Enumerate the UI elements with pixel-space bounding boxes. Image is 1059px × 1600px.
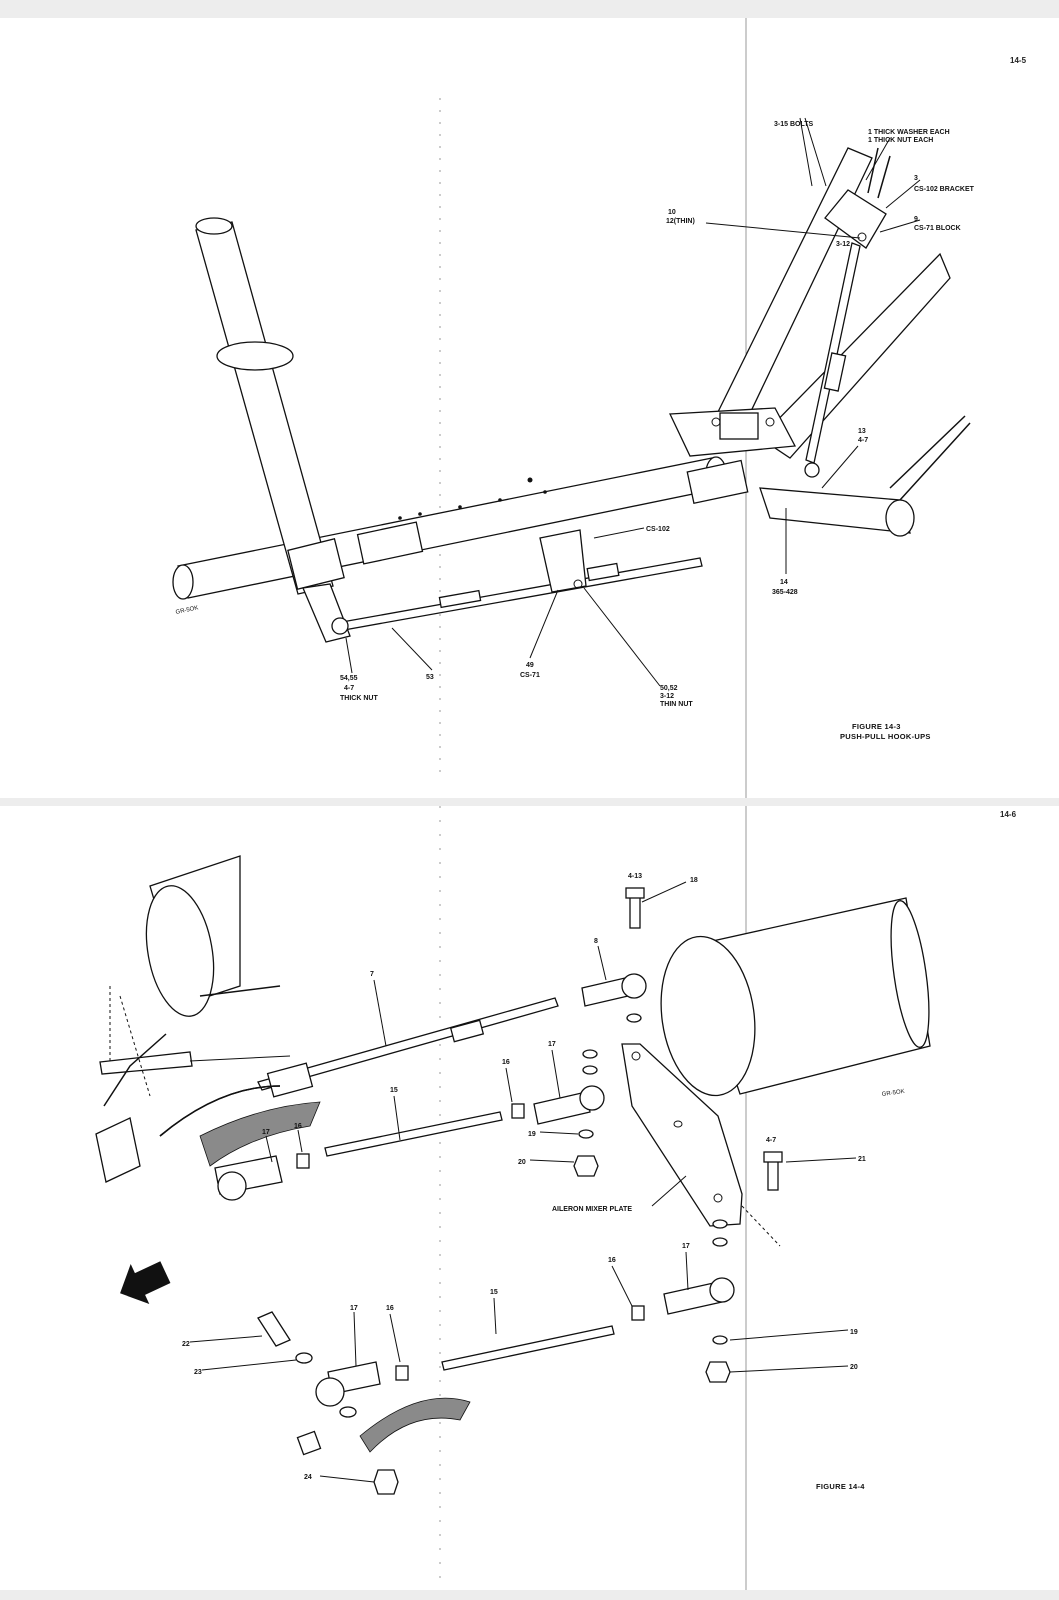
artist-logo: GR-5OK: [881, 1089, 905, 1098]
callout-block-num: 9: [914, 216, 918, 223]
page-number: 14-6: [1000, 810, 1017, 819]
callout-4-7: 4-7: [858, 437, 868, 444]
callout-thin-nut: THIN NUT: [660, 701, 693, 708]
callout-21: 21: [858, 1156, 866, 1163]
callout-bracket-num: 3: [914, 175, 918, 182]
figure-caption: PUSH-PULL HOOK-UPS: [840, 732, 931, 741]
callout-22: 22: [182, 1341, 190, 1348]
callout-20a: 20: [518, 1159, 526, 1166]
callout-cs-102: CS-102: [646, 526, 670, 533]
cs-102-bracket: [824, 147, 891, 249]
bolt-21: [763, 1151, 783, 1191]
callout-14: 14: [780, 579, 788, 586]
callout-8: 8: [594, 938, 598, 945]
push-pull-hookups-diagram: 3-15 BOLTS 1 THICK WASHER EACH 1 THICK N…: [172, 18, 975, 798]
callout-49: 49: [526, 662, 534, 669]
callout-17b: 17: [262, 1129, 270, 1136]
manual-page-14-6: 14-6: [0, 806, 1059, 1590]
callout-16a: 16: [502, 1059, 510, 1066]
callout-15b: 15: [490, 1289, 498, 1296]
lower-linkage: [257, 1219, 735, 1495]
callout-50-52: 50,52: [660, 685, 678, 692]
callout-19a: 19: [528, 1131, 536, 1138]
leader-lines: [345, 117, 921, 687]
callout-3-12: 3-12: [836, 241, 850, 248]
callout-block: CS-71 BLOCK: [914, 225, 961, 232]
vertical-push-rod: [804, 242, 861, 478]
callout-4-13: 4-13: [628, 873, 642, 880]
callout-20b: 20: [850, 1364, 858, 1371]
callout-15a: 15: [390, 1087, 398, 1094]
callout-16c: 16: [608, 1257, 616, 1264]
leader-lines: [189, 881, 857, 1483]
horizontal-push-rod: [331, 557, 703, 635]
callout-16d: 16: [386, 1305, 394, 1312]
callout-19b: 19: [850, 1329, 858, 1336]
callout-4-7: 4-7: [766, 1137, 776, 1144]
forward-direction-arrow-icon: [120, 1261, 171, 1304]
rod-end-18: [581, 887, 647, 1023]
callout-53: 53: [426, 674, 434, 681]
callout-nut: 1 THICK NUT EACH: [868, 137, 933, 144]
callout-17a: 17: [548, 1041, 556, 1048]
callout-cs-71: CS-71: [520, 672, 540, 679]
threaded-rod-15-upper: [199, 1101, 503, 1201]
callout-thick-nut: THICK NUT: [340, 695, 378, 702]
callout-bolts: 3-15 BOLTS: [774, 121, 813, 128]
aileron-mixer-plate: [621, 1043, 781, 1247]
callout-24: 24: [304, 1474, 312, 1481]
callout-thin-a: 10: [668, 209, 676, 216]
left-tube: [145, 855, 281, 1017]
push-pull-cable: [159, 997, 559, 1137]
callout-16b: 16: [294, 1123, 302, 1130]
drill-and-bracket: [95, 986, 291, 1183]
artist-logo: GR-5OK: [175, 605, 199, 616]
callout-54-55: 54,55: [340, 675, 358, 682]
aileron-mixer-diagram: 4-13 18 8 7 17 16 15 17 16 19 20 4-7 21 …: [95, 806, 931, 1590]
callout-bracket: CS-102 BRACKET: [914, 186, 975, 193]
callout-thin-b: 12(THIN): [666, 218, 695, 225]
callout-17c: 17: [682, 1243, 690, 1250]
page-number: 14-5: [1010, 56, 1027, 65]
figure-title: FIGURE 14-4: [816, 1482, 865, 1491]
callout-3-12b: 3-12: [660, 693, 674, 700]
callout-13: 13: [858, 428, 866, 435]
cs-71-block: [539, 529, 587, 593]
callout-7: 7: [370, 971, 374, 978]
callout-365-428: 365-428: [772, 589, 798, 596]
right-tube: [660, 897, 931, 1097]
callout-washer: 1 THICK WASHER EACH: [868, 129, 950, 136]
callout-4-7b: 4-7: [344, 685, 354, 692]
callout-18: 18: [690, 877, 698, 884]
figure-title: FIGURE 14-3: [852, 722, 901, 731]
rod-end-17-middle: [511, 1049, 605, 1177]
callout-aileron-mixer-plate: AILERON MIXER PLATE: [552, 1206, 632, 1213]
manual-page-14-5: 14-5: [0, 18, 1059, 798]
right-frame-tubes: [758, 252, 971, 537]
callout-17d: 17: [350, 1305, 358, 1312]
callout-23: 23: [194, 1369, 202, 1376]
